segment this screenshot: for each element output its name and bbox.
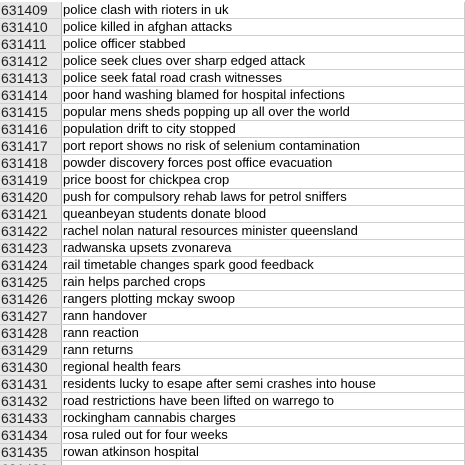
table-row: 631429 rann returns [0, 342, 465, 359]
cell[interactable]: queanbeyan students donate blood [62, 206, 465, 222]
row-header[interactable]: 631426 [0, 291, 62, 307]
cell[interactable]: police killed in afghan attacks [62, 19, 465, 35]
table-row: 631420 push for compulsory rehab laws fo… [0, 189, 465, 206]
table-row: 631409 police clash with rioters in uk [0, 2, 465, 19]
table-row: 631413 police seek fatal road crash witn… [0, 70, 465, 87]
cell[interactable]: port report shows no risk of selenium co… [62, 138, 465, 154]
table-row: 631414 poor hand washing blamed for hosp… [0, 87, 465, 104]
row-header[interactable]: 631421 [0, 206, 62, 222]
row-header[interactable]: 631409 [0, 2, 62, 18]
cell[interactable]: rail timetable changes spark good feedba… [62, 257, 465, 273]
cell[interactable]: population drift to city stopped [62, 121, 465, 137]
table-row: 631427 rann handover [0, 308, 465, 325]
row-header[interactable]: 631420 [0, 189, 62, 205]
row-header[interactable]: 631427 [0, 308, 62, 324]
table-row: 631421 queanbeyan students donate blood [0, 206, 465, 223]
row-header[interactable]: 631436 [0, 461, 62, 465]
table-row: 631432 road restrictions have been lifte… [0, 393, 465, 410]
row-header[interactable]: 631424 [0, 257, 62, 273]
cell[interactable]: rann handover [62, 308, 465, 324]
row-header[interactable]: 631431 [0, 376, 62, 392]
cell[interactable]: rosa ruled out for four weeks [62, 427, 465, 443]
table-row: 631423 radwanska upsets zvonareva [0, 240, 465, 257]
cell[interactable]: police seek fatal road crash witnesses [62, 70, 465, 86]
cell[interactable]: poor hand washing blamed for hospital in… [62, 87, 465, 103]
row-header[interactable]: 631411 [0, 36, 62, 52]
row-header[interactable]: 631435 [0, 444, 62, 460]
table-row: 631426 rangers plotting mckay swoop [0, 291, 465, 308]
cell[interactable]: rachel nolan natural resources minister … [62, 223, 465, 239]
table-row: 631425 rain helps parched crops [0, 274, 465, 291]
table-row: 631431 residents lucky to esape after se… [0, 376, 465, 393]
table-row: 631417 port report shows no risk of sele… [0, 138, 465, 155]
row-header[interactable]: 631417 [0, 138, 62, 154]
cell[interactable]: residents lucky to esape after semi cras… [62, 376, 465, 392]
row-header[interactable]: 631418 [0, 155, 62, 171]
table-row: 631418 powder discovery forces post offi… [0, 155, 465, 172]
cell[interactable]: price boost for chickpea crop [62, 172, 465, 188]
row-header[interactable]: 631433 [0, 410, 62, 426]
cell[interactable]: push for compulsory rehab laws for petro… [62, 189, 465, 205]
row-header[interactable]: 631423 [0, 240, 62, 256]
table-row: 631412 police seek clues over sharp edge… [0, 53, 465, 70]
cell[interactable]: road restrictions have been lifted on wa… [62, 393, 465, 409]
table-row: 631433 rockingham cannabis charges [0, 410, 465, 427]
row-header[interactable]: 631410 [0, 19, 62, 35]
cell[interactable]: rowan atkinson hospital [62, 444, 465, 460]
table-row: 631416 population drift to city stopped [0, 121, 465, 138]
row-header[interactable]: 631434 [0, 427, 62, 443]
row-header[interactable]: 631428 [0, 325, 62, 341]
table-row: 631435 rowan atkinson hospital [0, 444, 465, 461]
cell[interactable]: powder discovery forces post office evac… [62, 155, 465, 171]
row-header[interactable]: 631412 [0, 53, 62, 69]
cell[interactable]: rann reaction [62, 325, 465, 341]
cell[interactable]: radwanska upsets zvonareva [62, 240, 465, 256]
table-row: 631415 popular mens sheds popping up all… [0, 104, 465, 121]
table-row: 631422 rachel nolan natural resources mi… [0, 223, 465, 240]
row-header[interactable]: 631419 [0, 172, 62, 188]
table-row: 631410 police killed in afghan attacks [0, 19, 465, 36]
table-row: 631424 rail timetable changes spark good… [0, 257, 465, 274]
table-row: 631419 price boost for chickpea crop [0, 172, 465, 189]
table-row: 631436 [0, 461, 465, 465]
cell[interactable]: popular mens sheds popping up all over t… [62, 104, 465, 120]
cell[interactable]: police seek clues over sharp edged attac… [62, 53, 465, 69]
table-row: 631411 police officer stabbed [0, 36, 465, 53]
table-row: 631430 regional health fears [0, 359, 465, 376]
row-header[interactable]: 631425 [0, 274, 62, 290]
row-header[interactable]: 631432 [0, 393, 62, 409]
row-header[interactable]: 631416 [0, 121, 62, 137]
cell[interactable]: police officer stabbed [62, 36, 465, 52]
cell[interactable]: regional health fears [62, 359, 465, 375]
cell[interactable]: rockingham cannabis charges [62, 410, 465, 426]
cell[interactable]: rangers plotting mckay swoop [62, 291, 465, 307]
table-row: 631428 rann reaction [0, 325, 465, 342]
cell[interactable]: police clash with rioters in uk [62, 2, 465, 18]
row-header[interactable]: 631414 [0, 87, 62, 103]
table-row: 631434 rosa ruled out for four weeks [0, 427, 465, 444]
row-header[interactable]: 631430 [0, 359, 62, 375]
cell[interactable] [62, 461, 465, 465]
row-header[interactable]: 631422 [0, 223, 62, 239]
cell[interactable]: rann returns [62, 342, 465, 358]
row-header[interactable]: 631415 [0, 104, 62, 120]
cell[interactable]: rain helps parched crops [62, 274, 465, 290]
row-header[interactable]: 631429 [0, 342, 62, 358]
row-header[interactable]: 631413 [0, 70, 62, 86]
